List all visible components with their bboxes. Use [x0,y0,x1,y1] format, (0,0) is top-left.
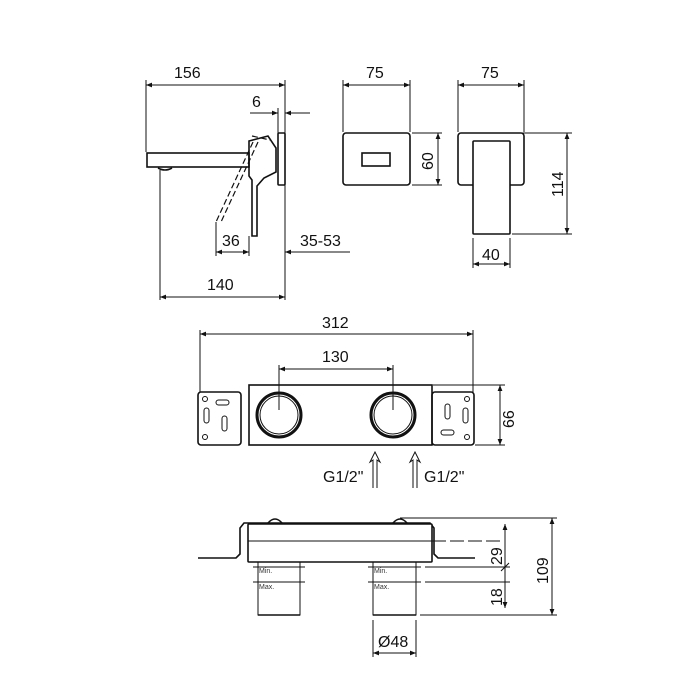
mounting-body [248,384,433,446]
front-view: 75 60 [342,65,442,186]
dim-109-label: 109 [535,557,552,584]
dim-35-53-label: 35-53 [300,233,341,250]
front-plate [342,132,411,186]
lever [472,140,511,235]
side-view: 156 6 36 35-53 140 [145,65,350,300]
inlet-right-label: G1/2" [424,469,464,486]
dim-140-label: 140 [207,277,234,294]
inlet-right [369,391,417,439]
inlet-left-label: G1/2" [323,469,363,486]
dim-diameter-48-label: Ø48 [378,634,408,651]
dim-36-label: 36 [222,233,240,250]
dim-18-label: 18 [489,588,506,606]
dim-40-label: 40 [482,247,500,264]
dim-156-label: 156 [174,65,201,82]
dim-75-label-2: 75 [481,65,499,82]
lever-body [248,135,277,237]
min-label-2: Min. [374,568,387,575]
wall-plate [277,132,286,186]
dim-29-label: 29 [489,547,506,565]
section-view: Min. Max. Min. Max. 29 18 109 Ø48 [198,517,557,657]
body-section [247,523,433,563]
dim-6-label: 6 [252,94,261,111]
dim-60-label: 60 [420,152,437,170]
min-label: Min. [259,568,272,575]
left-bracket [197,391,242,446]
dim-66-label: 66 [501,410,518,428]
front-handle [361,152,391,167]
lever-view: 75 114 40 [457,65,572,268]
max-label-2: Max. [374,584,389,591]
dim-75-label: 75 [366,65,384,82]
dim-130-label: 130 [322,349,349,366]
inlet-left [255,391,303,439]
arrow-up-icon [408,450,422,488]
plate-view: 312 130 66 G1/2" G1/2" [197,315,518,488]
arrow-up-icon [368,450,382,488]
bracket-profile [198,522,475,559]
spout [146,152,250,168]
dim-312-label: 312 [322,315,349,332]
max-label: Max. [259,584,274,591]
dim-114-label: 114 [550,171,567,197]
